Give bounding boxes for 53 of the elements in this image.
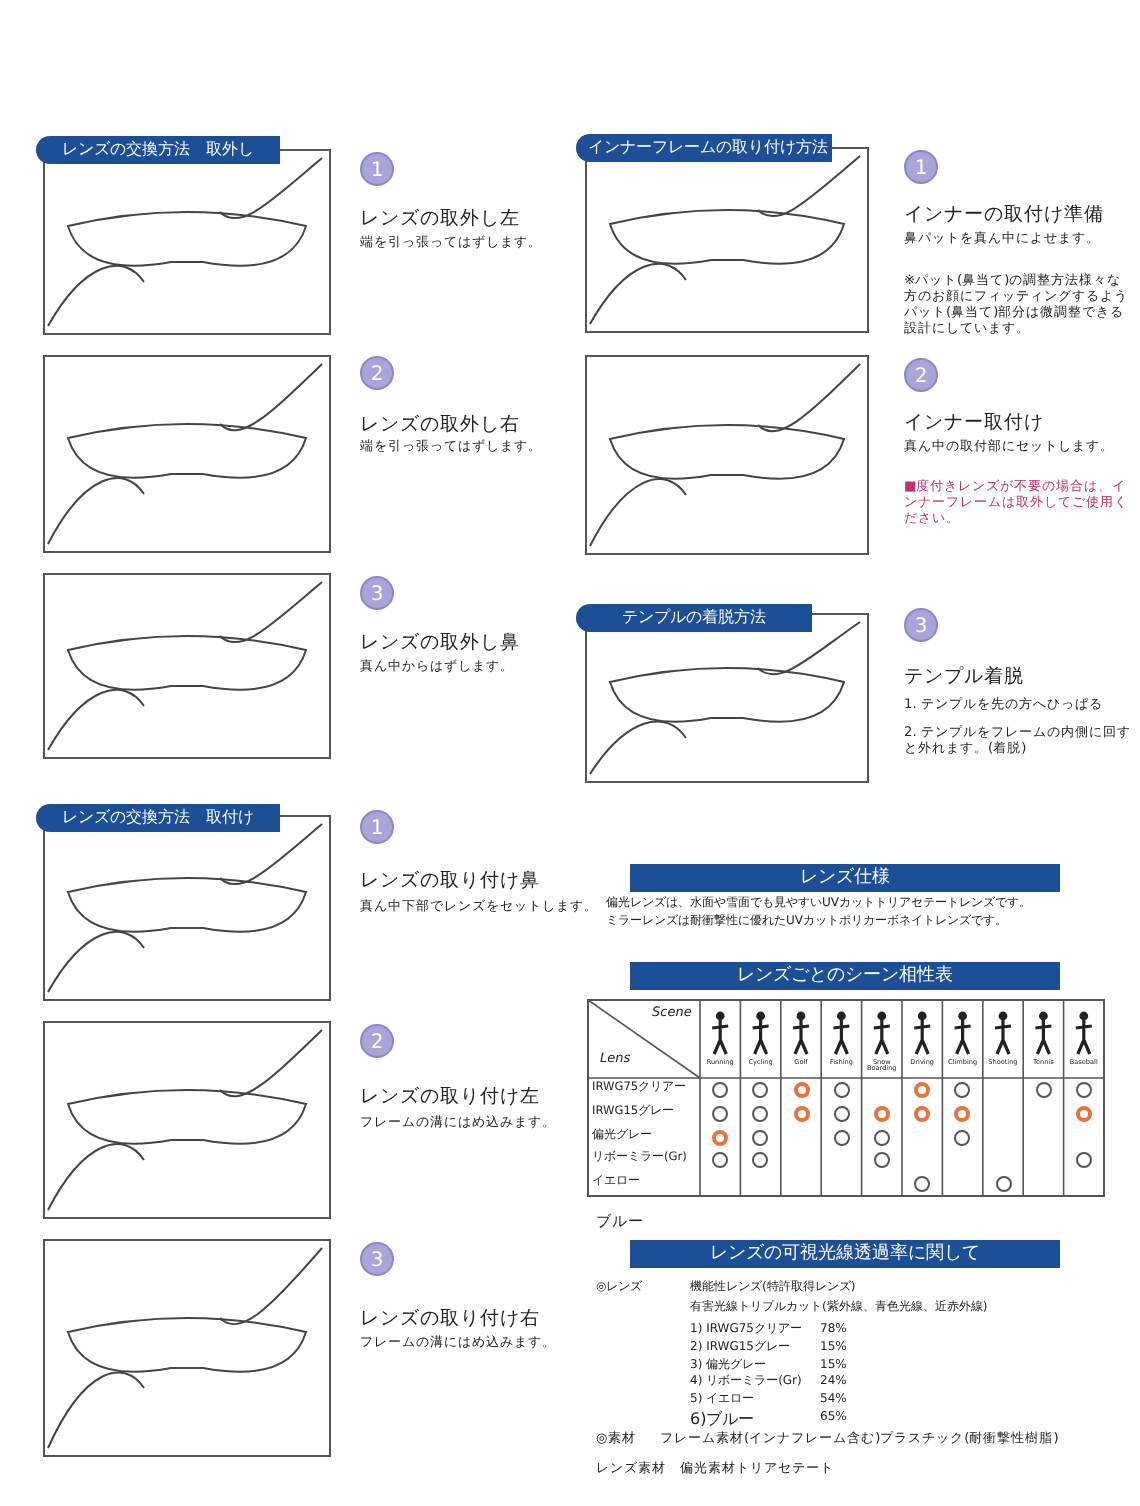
step-number-badge: 1 xyxy=(904,150,938,184)
circle-mark xyxy=(1035,1081,1052,1098)
step-title: レンズの取り付け左 xyxy=(360,1086,540,1109)
step-title: レンズの取り付け鼻 xyxy=(360,870,540,893)
circle-mark xyxy=(793,1105,809,1122)
circle-mark xyxy=(712,1105,729,1122)
step-title: レンズの取外し鼻 xyxy=(360,632,520,655)
circle-mark xyxy=(752,1129,769,1145)
section-banner: レンズの交換方法 取外し xyxy=(36,136,280,164)
step-title: インナー取付け xyxy=(904,412,1044,435)
circle-mark xyxy=(873,1105,890,1122)
step-number-badge: 2 xyxy=(360,356,394,390)
circle-mark xyxy=(1075,1152,1092,1169)
step-number-badge: 2 xyxy=(904,358,938,392)
circle-mark xyxy=(873,1129,890,1145)
circle-mark xyxy=(873,1152,890,1169)
circle-mark xyxy=(833,1081,850,1098)
step-title: テンプル着脱 xyxy=(904,666,1024,689)
section-banner: レンズの交換方法 取付け xyxy=(36,804,280,832)
step-number-badge: 2 xyxy=(360,1024,394,1058)
circle-mark xyxy=(793,1081,809,1098)
circle-mark xyxy=(1075,1081,1092,1098)
step-number-badge: 3 xyxy=(904,608,938,642)
circle-mark xyxy=(833,1129,850,1145)
circle-mark xyxy=(712,1081,729,1098)
circle-mark xyxy=(914,1081,931,1098)
circle-mark xyxy=(752,1152,769,1169)
section-banner: レンズの可視光線透過率に関して xyxy=(630,1240,1060,1268)
circle-mark xyxy=(914,1105,931,1122)
circle-mark xyxy=(712,1152,729,1169)
section-banner: レンズごとのシーン相性表 xyxy=(630,962,1060,990)
section-banner: テンプルの着脱方法 xyxy=(576,604,812,632)
step-number-badge: 3 xyxy=(360,576,394,610)
step-number-badge: 1 xyxy=(360,810,394,844)
circle-mark xyxy=(954,1105,971,1122)
section-banner: レンズ仕様 xyxy=(630,864,1060,892)
step-title: インナーの取付け準備 xyxy=(904,204,1104,227)
step-title: レンズの取り付け右 xyxy=(360,1308,540,1331)
circle-mark xyxy=(954,1129,971,1145)
circle-mark xyxy=(712,1129,729,1145)
circle-mark xyxy=(833,1105,850,1122)
circle-mark xyxy=(914,1176,931,1193)
circle-mark xyxy=(752,1081,769,1098)
list-item: 6)ブルー xyxy=(690,1410,755,1430)
step-title: レンズの取外し左 xyxy=(360,208,520,231)
step-title: レンズの取外し右 xyxy=(360,414,520,437)
circle-mark xyxy=(995,1176,1011,1193)
step-number-badge: 3 xyxy=(360,1242,394,1276)
circle-mark xyxy=(752,1105,769,1122)
circle-mark xyxy=(1075,1105,1092,1122)
section-banner: インナーフレームの取り付け方法 xyxy=(576,134,832,162)
circle-mark xyxy=(954,1081,971,1098)
step-number-badge: 1 xyxy=(360,152,394,186)
